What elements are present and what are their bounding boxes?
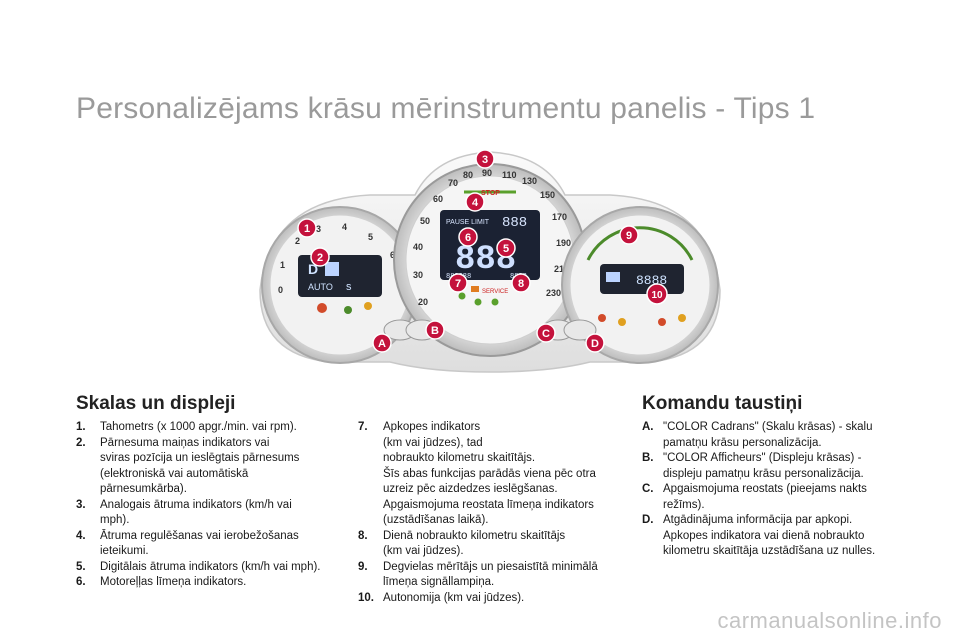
list-item: 9.Degvielas mērītājs un piesaistītā mini… <box>358 560 598 589</box>
diagram-markers: 1 2 3 4 5 6 7 8 9 10 A B C D <box>297 149 668 353</box>
svg-text:60: 60 <box>433 194 443 204</box>
gauges-list-col1: 1.Tahometrs (x 1000 apgr./min. vai rpm).… <box>76 420 338 591</box>
svg-text:50: 50 <box>420 216 430 226</box>
svg-text:190: 190 <box>556 238 571 248</box>
svg-text:1: 1 <box>280 260 285 270</box>
marker-D: D <box>585 333 605 353</box>
instrument-cluster-diagram: D AUTO s 0 1 2 3 4 5 6 7 20 30 40 50 60 … <box>259 149 721 373</box>
svg-text:D: D <box>591 338 599 350</box>
svg-text:9: 9 <box>626 230 632 242</box>
marker-A: A <box>372 333 392 353</box>
svg-text:5: 5 <box>503 243 509 255</box>
auto-label: AUTO <box>308 282 333 292</box>
svg-text:5: 5 <box>368 232 373 242</box>
svg-text:170: 170 <box>552 212 567 222</box>
controls-list: A."COLOR Cadrans" (Skalu krāsas) - skalu… <box>642 420 912 560</box>
marker-4: 4 <box>465 192 485 212</box>
svg-text:70: 70 <box>448 178 458 188</box>
section-heading-controls: Komandu taustiņi <box>642 393 803 414</box>
svg-text:3: 3 <box>482 154 488 166</box>
marker-5: 5 <box>496 238 516 258</box>
marker-B: B <box>425 320 445 340</box>
list-item: C.Apgaismojuma reostats (pieejams nakts … <box>642 483 867 511</box>
list-item: 6.Motoreļļas līmeņa indikators. <box>76 576 247 588</box>
list-item: 5.Digitālais ātruma indikators (km/h vai… <box>76 560 321 573</box>
svg-text:A: A <box>378 338 386 350</box>
svg-text:210: 210 <box>554 264 569 274</box>
svg-text:2: 2 <box>317 252 323 264</box>
gauges-list-col2: 7.Apkopes indikators (km vai jūdzes), ta… <box>358 420 628 606</box>
svg-text:30: 30 <box>413 270 423 280</box>
list-item: B."COLOR Afficheurs" (Displeju krāsas) -… <box>642 452 864 480</box>
svg-text:3: 3 <box>316 224 321 234</box>
marker-1: 1 <box>297 218 317 238</box>
list-item: D.Atgādinājuma informācija par apkopi. A… <box>642 514 876 557</box>
list-item: 3.Analogais ātruma indikators (km/h vai … <box>76 498 292 527</box>
svg-text:C: C <box>542 328 550 340</box>
svg-text:4: 4 <box>472 197 479 209</box>
section-heading-gauges: Skalas un displeji <box>76 393 236 414</box>
marker-7: 7 <box>448 273 468 293</box>
list-item: A."COLOR Cadrans" (Skalu krāsas) - skalu… <box>642 421 873 449</box>
svg-text:6: 6 <box>390 250 395 260</box>
svg-text:2: 2 <box>295 236 300 246</box>
stop-label: STOP <box>481 190 500 197</box>
list-item: 10.Autonomija (km vai jūdzes). <box>358 591 525 604</box>
svg-text:80: 80 <box>463 170 473 180</box>
watermark: carmanualsonline.info <box>717 608 942 633</box>
svg-text:s: s <box>346 281 352 293</box>
marker-10: 10 <box>646 283 668 305</box>
svg-text:20: 20 <box>418 297 428 307</box>
svg-text:90: 90 <box>482 168 492 178</box>
svg-text:888: 888 <box>502 215 527 231</box>
svg-text:7: 7 <box>455 278 461 290</box>
marker-C: C <box>536 323 556 343</box>
svg-text:8: 8 <box>518 278 524 290</box>
page-title: Personalizējams krāsu mērinstrumentu pan… <box>76 92 816 125</box>
marker-2: 2 <box>310 247 330 267</box>
svg-text:130: 130 <box>522 176 537 186</box>
svg-text:0: 0 <box>278 285 283 295</box>
svg-text:B: B <box>431 325 439 337</box>
svg-text:40: 40 <box>413 242 423 252</box>
svg-text:230: 230 <box>546 288 561 298</box>
svg-text:110: 110 <box>502 170 517 180</box>
svg-text:10: 10 <box>651 290 663 301</box>
svg-text:4: 4 <box>342 222 347 232</box>
svg-text:150: 150 <box>540 190 555 200</box>
marker-9: 9 <box>619 225 639 245</box>
svg-text:PAUSE LIMIT: PAUSE LIMIT <box>446 219 490 226</box>
list-item: 2.Pārnesuma maiņas indikators vai sviras… <box>76 436 300 496</box>
list-item: 7.Apkopes indikators (km vai jūdzes), ta… <box>358 421 596 526</box>
marker-8: 8 <box>511 273 531 293</box>
svg-text:6: 6 <box>465 232 471 244</box>
list-item: 4.Ātruma regulēšanas vai ierobežošanas i… <box>76 529 299 558</box>
marker-6: 6 <box>458 227 478 247</box>
service-label: SERVICE <box>482 289 508 295</box>
svg-text:1: 1 <box>304 223 310 235</box>
fuel-gauge-dial: 8888 <box>561 206 719 364</box>
marker-3: 3 <box>475 149 495 169</box>
list-item: 1.Tahometrs (x 1000 apgr./min. vai rpm). <box>76 421 297 433</box>
list-item: 8.Dienā nobraukto kilometru skaitītājs (… <box>358 529 566 558</box>
tachometer-dial: D AUTO s 0 1 2 3 4 5 6 7 <box>261 206 419 364</box>
svg-text:D: D <box>308 261 318 277</box>
